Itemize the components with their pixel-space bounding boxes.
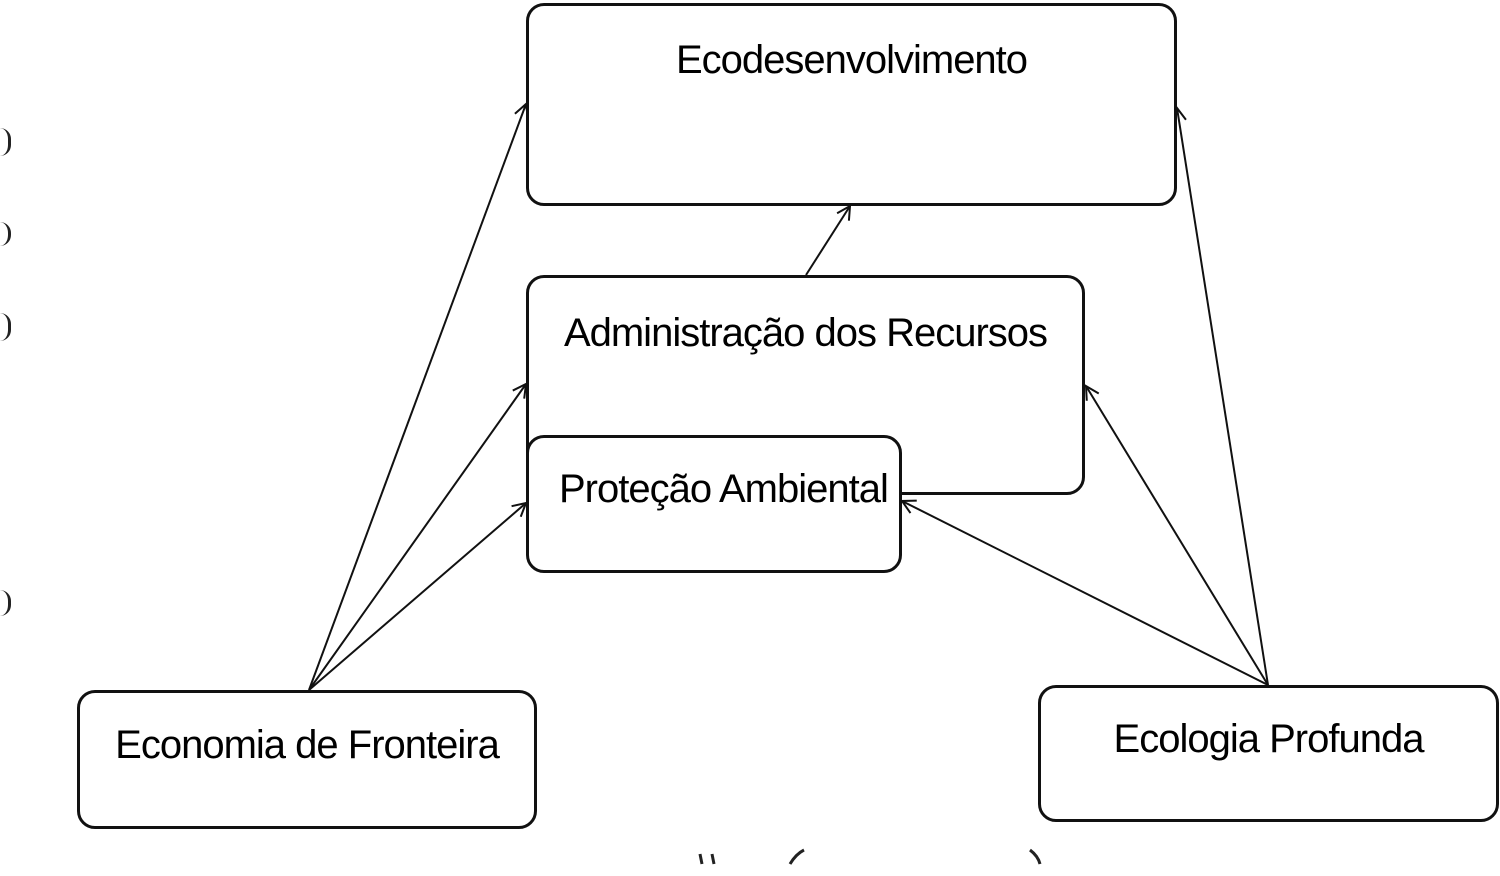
bottom-text-fragment	[698, 848, 1042, 865]
node-label: Economia de Fronteira	[115, 723, 500, 767]
edge-fronteira-to-administracao	[308, 384, 526, 691]
left-edge-fragment	[0, 128, 11, 156]
edge-fronteira-to-ecodesenvolvimento	[308, 104, 526, 691]
left-edge-fragment	[0, 313, 11, 341]
edge-profunda-to-administracao	[1086, 386, 1269, 686]
node-label: Administração dos Recursos	[563, 311, 1048, 355]
node-label: Ecologia Profunda	[1113, 717, 1425, 761]
edges-layer	[308, 104, 1269, 691]
node-protecao-ambiental: Proteção Ambiental	[526, 435, 902, 573]
node-ecodesenvolvimento: Ecodesenvolvimento	[526, 3, 1177, 206]
node-ecologia-profunda: Ecologia Profunda	[1038, 685, 1499, 822]
node-label: Proteção Ambiental	[559, 467, 889, 511]
left-edge-fragment	[0, 222, 11, 246]
edge-profunda-to-protecao	[902, 501, 1269, 686]
node-label: Ecodesenvolvimento	[675, 38, 1028, 82]
edge-profunda-to-ecodesenvolvimento	[1177, 108, 1269, 686]
left-edge-fragment	[0, 590, 11, 616]
edge-administracao-to-ecodesenvolvimento	[805, 206, 850, 276]
node-economia-de-fronteira: Economia de Fronteira	[77, 690, 537, 829]
edge-fronteira-to-protecao	[308, 503, 526, 691]
